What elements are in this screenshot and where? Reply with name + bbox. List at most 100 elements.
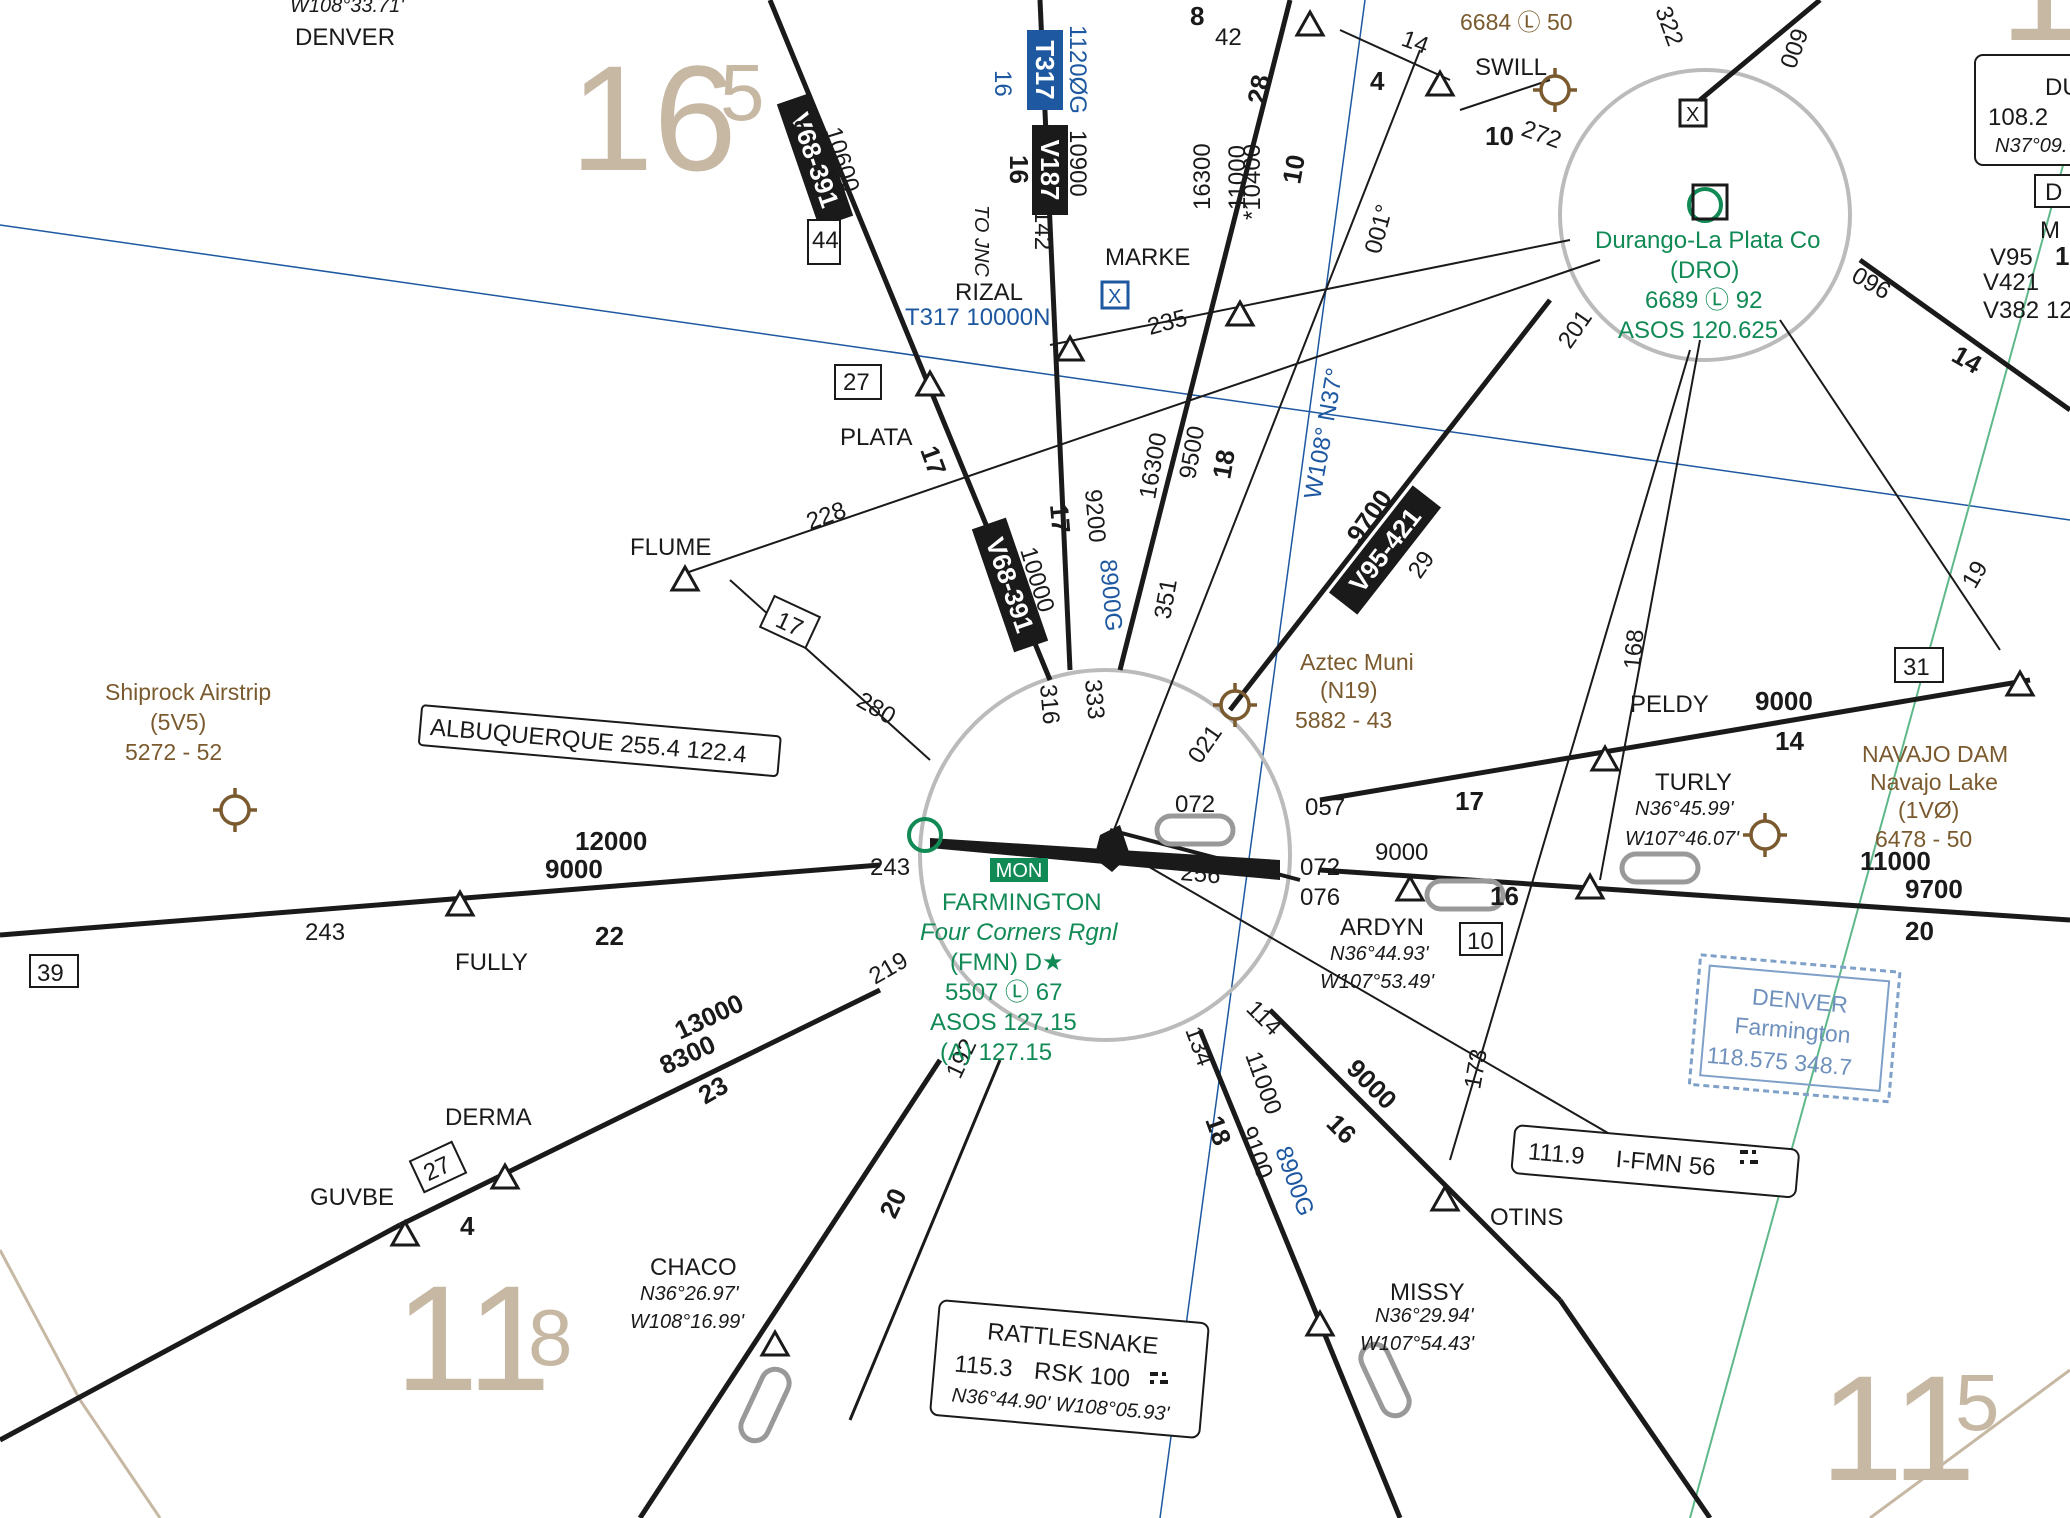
svg-text:CHACO: CHACO [650,1254,737,1281]
svg-text:228: 228 [803,497,850,536]
svg-text:ASOS 127.15: ASOS 127.15 [930,1009,1077,1036]
svg-text:021: 021 [1183,720,1228,768]
svg-text:16: 16 [1004,155,1034,184]
albuquerque-frequency-box: ALBUQUERQUE 255.4 122.4 [418,704,782,777]
svg-text:5272 - 52: 5272 - 52 [125,739,222,765]
svg-text:GUVBE: GUVBE [310,1184,394,1211]
svg-text:N37°09.: N37°09. [1995,135,2068,157]
svg-text:T317: T317 [1030,40,1060,99]
svg-text:DENVER: DENVER [1751,984,1849,1018]
svg-text:Four Corners Rgnl: Four Corners Rgnl [920,919,1118,946]
svg-text:10900: 10900 [1064,130,1091,197]
navajo-airport-label: NAVAJO DAM Navajo Lake (1VØ) 6478 - 50 [1862,741,2008,852]
svg-text:18: 18 [1199,1112,1237,1149]
svg-text:M: M [2040,217,2060,244]
checkpoint-x-icon: X X [1100,98,1708,310]
svg-text:SWILL: SWILL [1475,54,1547,81]
svg-text:DERMA: DERMA [445,1104,532,1131]
svg-text:235: 235 [1145,304,1191,340]
svg-text:RIZAL: RIZAL [955,279,1023,306]
svg-text:Aztec Muni: Aztec Muni [1300,649,1414,675]
svg-text:X: X [1686,104,1699,126]
svg-text:322: 322 [1649,3,1688,50]
svg-text:N36°44.93': N36°44.93' [1330,943,1430,965]
svg-text:44: 44 [812,227,839,254]
svg-text:D: D [2045,179,2062,206]
svg-text:V421: V421 [1983,269,2039,296]
svg-text:31: 31 [1903,654,1930,681]
svg-text:W107°54.43': W107°54.43' [1360,1333,1475,1355]
svg-text:8: 8 [1190,1,1204,31]
shield-v187: V187 [1032,125,1068,215]
svg-text:19: 19 [1957,556,1994,593]
svg-text:16: 16 [1321,1108,1363,1150]
svg-text:072: 072 [1300,854,1340,881]
durango-airport-label: Durango-La Plata Co (DRO) 6689 Ⓛ 92 ASOS… [1595,227,1820,344]
morse-icon [1150,1150,1758,1384]
artcc-boundary [1689,139,2070,1518]
svg-text:(DRO): (DRO) [1670,257,1739,284]
svg-text:168: 168 [1619,628,1649,670]
text-labels: W108°33.71' DENVER 10600 28 44 1120ØG 16… [29,0,2070,1355]
svg-text:6478 - 50: 6478 - 50 [1875,826,1972,852]
svg-text:6689 Ⓛ 92: 6689 Ⓛ 92 [1645,287,1762,314]
svg-text:Shiprock Airstrip: Shiprock Airstrip [105,679,271,705]
svg-text:10: 10 [1276,152,1311,186]
svg-text:9000: 9000 [1375,839,1428,866]
svg-text:316: 316 [1034,683,1064,725]
svg-text:16300: 16300 [1189,143,1216,210]
svg-text:1: 1 [2055,241,2069,271]
svg-text:17: 17 [1044,503,1076,534]
svg-text:11000: 11000 [1860,846,1931,876]
svg-text:(5V5): (5V5) [150,709,206,735]
compass-rose-icon [918,68,1852,1042]
rattlesnake-vor-box: RATTLESNAKE 115.3 RSK 100 N36°44.90' W10… [929,1299,1210,1439]
svg-text:076: 076 [1300,884,1340,911]
svg-text:27: 27 [843,369,870,396]
svg-text:057: 057 [1305,794,1345,821]
svg-text:118.575 348.7: 118.575 348.7 [1706,1042,1853,1081]
farmington-airport-icon [907,817,943,853]
fss-stamp: DENVER Farmington 118.575 348.7 [1687,953,1902,1104]
svg-text:5882 - 43: 5882 - 43 [1295,707,1392,733]
shiprock-airport-label: Shiprock Airstrip (5V5) 5272 - 52 [105,679,271,765]
svg-text:Durango-La Plata Co: Durango-La Plata Co [1595,227,1820,254]
svg-text:ASOS 120.625: ASOS 120.625 [1618,317,1778,344]
svg-text:243: 243 [870,854,910,881]
svg-text:Navajo Lake: Navajo Lake [1870,769,1998,795]
svg-text:272: 272 [1518,115,1565,154]
svg-text:PLATA: PLATA [840,424,912,451]
svg-text:17: 17 [1455,786,1484,816]
svg-text:4: 4 [460,1211,475,1241]
vortac-icon [1094,825,1130,872]
mea-grid-115: 11 5 [1820,1344,2000,1512]
svg-text:29: 29 [1403,546,1440,583]
svg-text:5: 5 [1955,1358,2000,1447]
svg-text:X: X [1108,286,1121,308]
svg-text:108.2: 108.2 [1988,104,2048,131]
svg-text:W108°33.71': W108°33.71' [290,0,405,17]
svg-text:ARDYN: ARDYN [1340,914,1424,941]
top-airport-label: 6684 Ⓛ 50 [1460,9,1573,35]
svg-text:5507 Ⓛ 67: 5507 Ⓛ 67 [945,979,1062,1006]
svg-text:PELDY: PELDY [1630,691,1709,718]
svg-text:OTINS: OTINS [1490,1204,1563,1231]
svg-text:(A) 127.15: (A) 127.15 [940,1039,1052,1066]
svg-text:16: 16 [1490,881,1519,911]
svg-text:TURLY: TURLY [1655,769,1732,796]
svg-text:V95: V95 [1990,244,2033,271]
svg-text:(1VØ): (1VØ) [1898,797,1959,823]
mea-grid-165: 16 5 [570,34,765,202]
svg-text:20: 20 [1905,916,1934,946]
svg-text:W107°53.49': W107°53.49' [1320,971,1435,993]
svg-text:072: 072 [1175,791,1215,818]
svg-text:(FMN) D★: (FMN) D★ [950,949,1063,976]
svg-text:243: 243 [305,919,345,946]
svg-text:096: 096 [1847,262,1895,305]
svg-text:FULLY: FULLY [455,949,528,976]
svg-text:10: 10 [1485,121,1514,151]
svg-text:MON: MON [996,860,1043,882]
svg-text:16: 16 [989,70,1016,97]
svg-text:351: 351 [1149,577,1183,621]
